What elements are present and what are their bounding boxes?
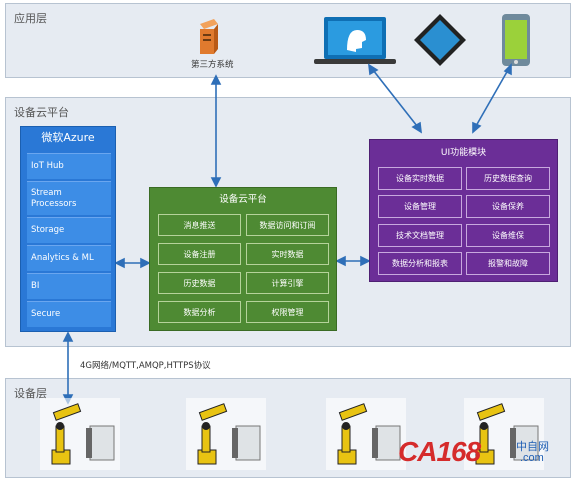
ui-cell-history-query: 历史数据查询: [466, 167, 550, 190]
platform-cell-push: 消息推送: [158, 214, 241, 236]
third-party-label: 第三方系统: [191, 60, 234, 70]
ui-cell-repair: 设备维保: [466, 224, 550, 247]
app-layer-title: 应用层: [14, 12, 47, 25]
platform-cell-engine: 计算引擎: [246, 272, 329, 294]
ui-module-title: UI功能模块: [440, 148, 487, 158]
platform-cell-access: 数据访问和订阅: [246, 214, 329, 236]
azure-item-bi: BI: [27, 273, 111, 299]
tablet-icon: [414, 14, 466, 66]
azure-title: 微软Azure: [41, 131, 95, 144]
ui-cell-alarm: 报警和故障: [466, 252, 550, 275]
watermark-logo: CA168 中自网 .com: [398, 436, 570, 472]
azure-item-stream-processors: Stream Processors: [27, 181, 111, 215]
ui-cell-device-mgmt: 设备管理: [378, 195, 462, 218]
device-layer-title: 设备层: [14, 387, 47, 400]
platform-cell-analysis: 数据分析: [158, 301, 241, 323]
azure-item-storage: Storage: [27, 217, 111, 243]
azure-item-secure: Secure: [27, 301, 111, 327]
platform-cell-realtime: 实时数据: [246, 243, 329, 265]
azure-panel: 微软Azure IoT Hub Stream Processors Storag…: [20, 126, 116, 332]
platform-panel: 设备云平台 消息推送 数据访问和订阅 设备注册 实时数据 历史数据 计算引擎 数…: [149, 187, 337, 331]
ui-cell-realtime: 设备实时数据: [378, 167, 462, 190]
laptop-icon: [314, 17, 396, 64]
ui-cell-report: 数据分析和报表: [378, 252, 462, 275]
platform-cell-permission: 权限管理: [246, 301, 329, 323]
device-group-4: [464, 398, 544, 470]
device-group-1: [40, 398, 120, 470]
watermark-domain: .com: [520, 452, 544, 464]
ui-cell-maintenance: 设备保养: [466, 195, 550, 218]
platform-cell-history: 历史数据: [158, 272, 241, 294]
ui-module-panel: UI功能模块 设备实时数据 历史数据查询 设备管理 设备保养 技术文档管理 设备…: [369, 139, 558, 282]
platform-cell-register: 设备注册: [158, 243, 241, 265]
phone-icon: [502, 14, 530, 66]
device-group-2: [186, 398, 266, 470]
app-layer: 应用层: [5, 3, 571, 78]
watermark-text: CA168: [398, 436, 481, 467]
server-icon: [200, 19, 218, 54]
azure-item-iot-hub: IoT Hub: [27, 153, 111, 179]
device-group-3: [326, 398, 406, 470]
azure-item-analytics-ml: Analytics & ML: [27, 245, 111, 271]
platform-title: 设备云平台: [219, 194, 267, 205]
protocol-label: 4G网络/MQTT,AMQP,HTTPS协议: [80, 361, 211, 371]
ui-cell-docs: 技术文档管理: [378, 224, 462, 247]
watermark-cn: 中自网: [516, 440, 549, 453]
cloud-layer-title: 设备云平台: [14, 106, 69, 119]
